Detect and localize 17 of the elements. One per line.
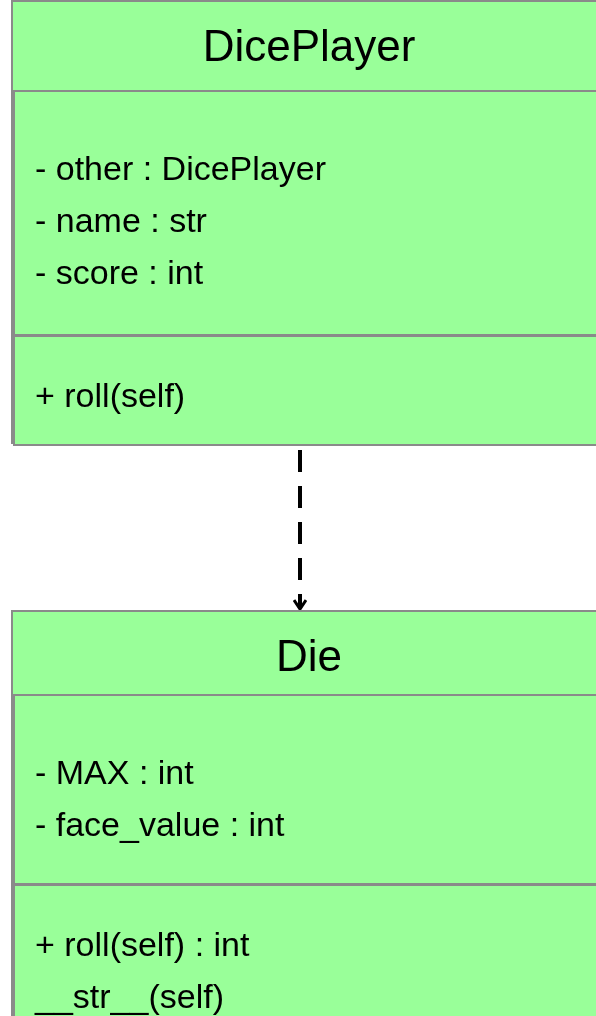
class-name: DicePlayer bbox=[202, 24, 416, 68]
class-name: Die bbox=[276, 634, 342, 678]
dependency-arrow bbox=[292, 450, 308, 611]
attributes-compartment bbox=[13, 90, 596, 336]
class-box bbox=[11, 610, 596, 1016]
method-text: + roll(self) bbox=[35, 375, 186, 416]
attribute-text: - other : DicePlayer bbox=[35, 148, 326, 189]
attribute-text: - score : int bbox=[35, 252, 204, 293]
attribute-text: - MAX : int bbox=[35, 752, 194, 793]
methods-compartment bbox=[13, 884, 596, 1016]
method-text: __str__(self) bbox=[35, 976, 224, 1016]
class-box bbox=[11, 0, 596, 444]
attributes-compartment bbox=[13, 694, 596, 885]
method-text: + roll(self) : int bbox=[35, 924, 250, 965]
attribute-text: - face_value : int bbox=[35, 804, 285, 845]
attribute-text: - name : str bbox=[35, 200, 207, 241]
methods-compartment bbox=[13, 335, 596, 446]
